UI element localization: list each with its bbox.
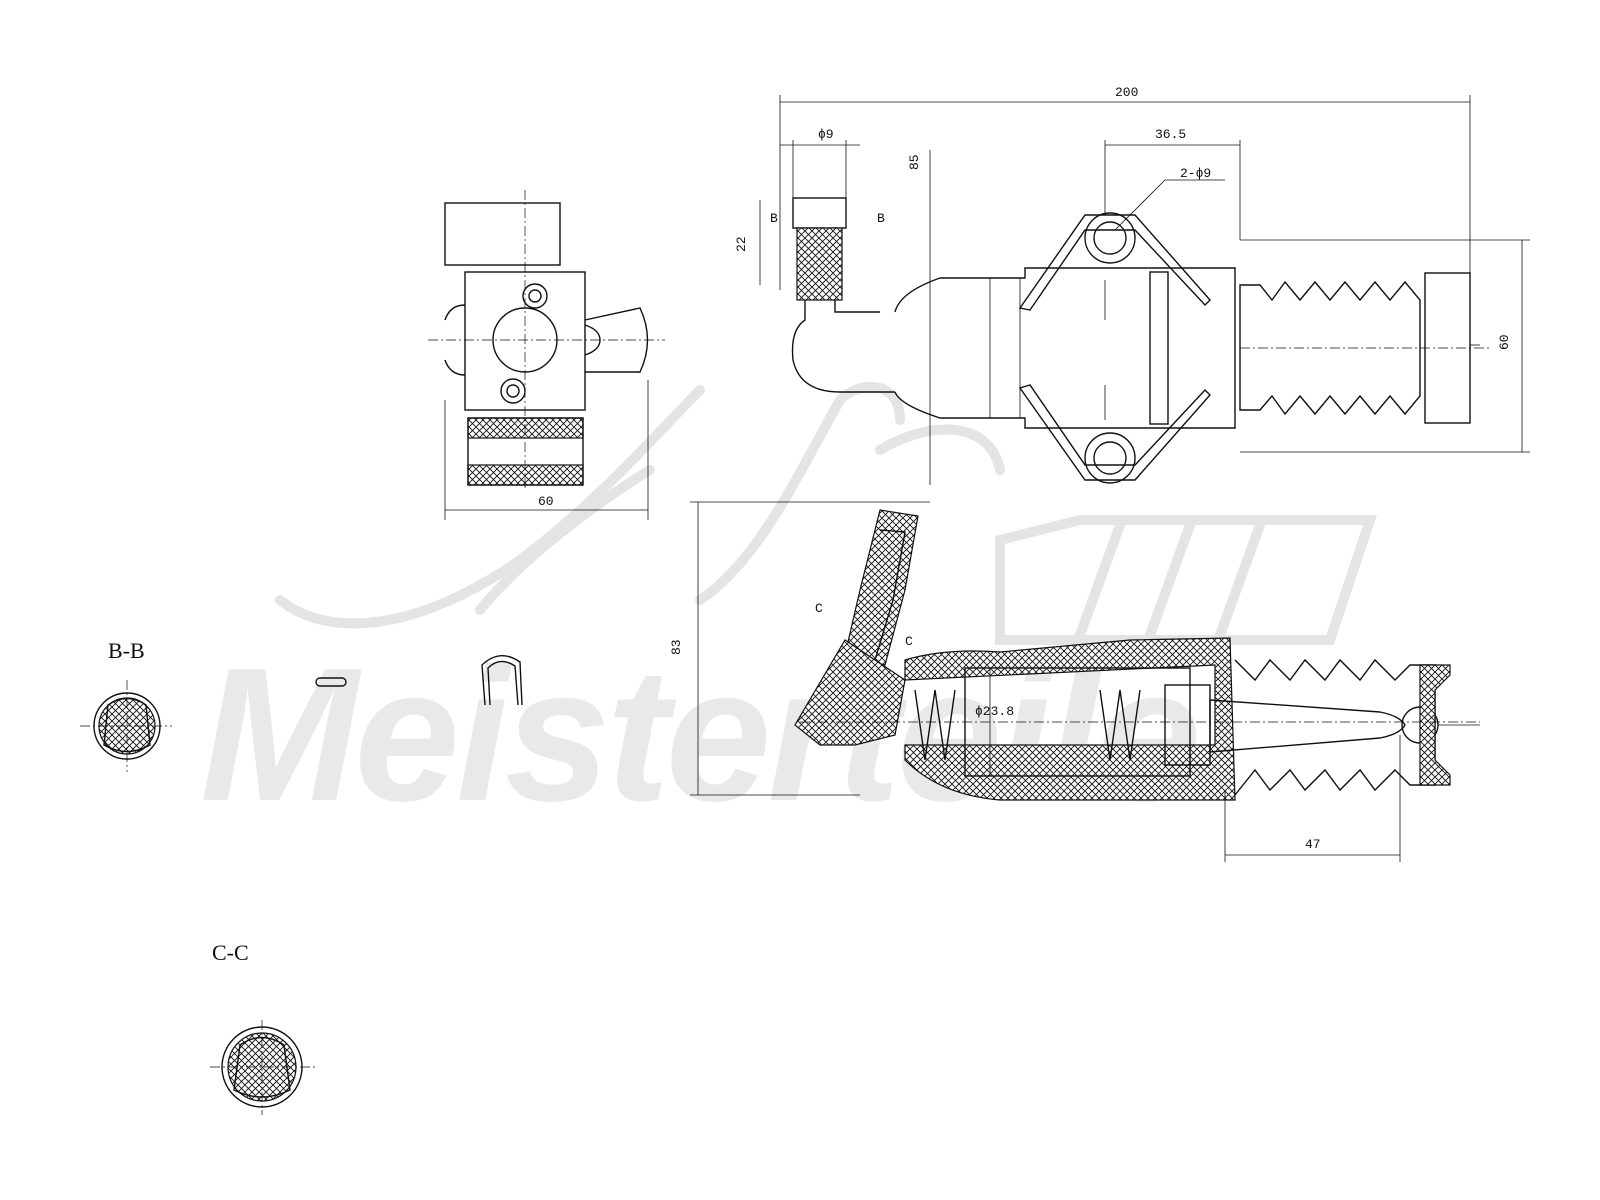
dim-mount-holes: 2-ϕ9 bbox=[1180, 166, 1211, 181]
dim-mount-offset: 36.5 bbox=[1155, 127, 1186, 142]
cut-b-right: B bbox=[877, 211, 885, 226]
end-view: 60 bbox=[428, 190, 665, 520]
dim-section-height: 83 bbox=[669, 639, 684, 655]
section-cc-label: C-C bbox=[212, 940, 249, 965]
dim-end-view-width: 60 bbox=[538, 494, 554, 509]
section-bb-label: B-B bbox=[108, 638, 145, 663]
dim-boot-length: 47 bbox=[1305, 837, 1321, 852]
dim-port-depth: 22 bbox=[734, 236, 749, 252]
dim-overall-length: 200 bbox=[1115, 85, 1138, 100]
cut-b-left: B bbox=[770, 211, 778, 226]
dim-port-diameter: ϕ9 bbox=[818, 127, 834, 142]
cut-c-right: C bbox=[905, 634, 913, 649]
dim-body-height: 60 bbox=[1497, 334, 1512, 350]
side-view: 200 ϕ9 36.5 2-ϕ9 85 22 B B bbox=[734, 85, 1530, 485]
section-cc: C-C bbox=[210, 940, 315, 1115]
section-bb: B-B bbox=[80, 638, 523, 772]
dim-bore-diameter: ϕ23.8 bbox=[975, 704, 1014, 719]
section-view: 83 ϕ23.8 47 C C bbox=[669, 501, 1480, 862]
dim-port-height: 85 bbox=[907, 154, 922, 170]
cut-c-left: C bbox=[815, 601, 823, 616]
